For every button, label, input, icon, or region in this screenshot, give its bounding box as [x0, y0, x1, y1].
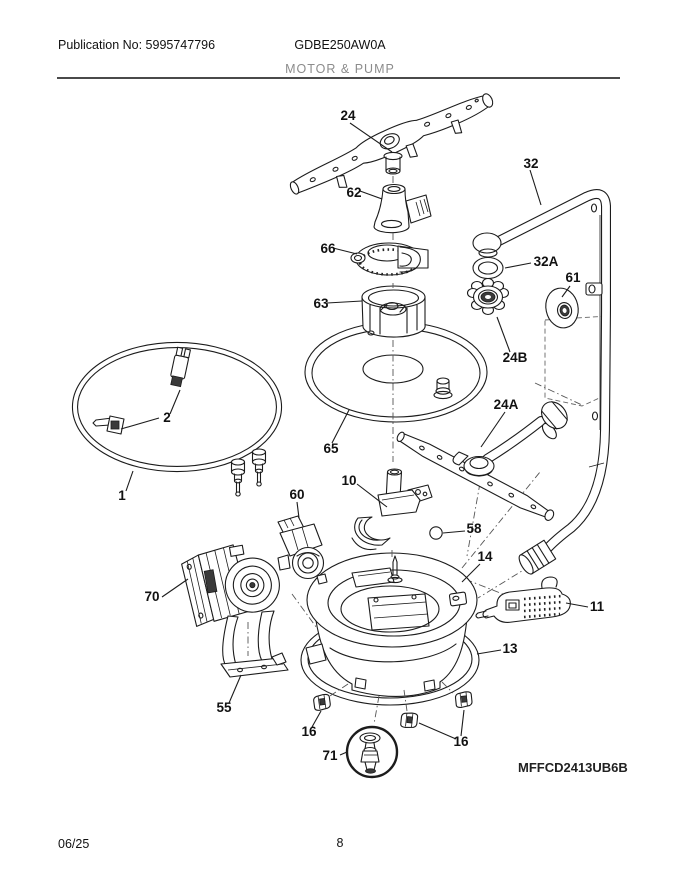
part-label-55: 55 [216, 700, 232, 715]
part-label-71: 71 [322, 748, 338, 763]
part-10-outlet-housing [351, 468, 433, 551]
part-16-clip-middle [400, 712, 419, 728]
part-label-63: 63 [313, 296, 329, 311]
hidden-bracket-outline [544, 315, 609, 407]
part-label-14: 14 [477, 549, 493, 564]
part-14-sump-housing [305, 552, 478, 698]
part-label-13: 13 [502, 641, 518, 656]
part-60-drain-pump [277, 515, 325, 580]
part-16-clip-left [313, 693, 331, 711]
part-label-65: 65 [323, 441, 339, 456]
part-2-terminal-clip [92, 346, 191, 435]
part-label-16-left: 16 [301, 724, 317, 739]
part-label-66: 66 [320, 241, 336, 256]
part-65-pump-cover-disc [304, 321, 488, 423]
part-58-check-ball [429, 526, 443, 540]
part-32-water-supply-tube [472, 189, 611, 575]
part-label-10: 10 [341, 473, 356, 488]
heater-terminal-left [230, 458, 246, 497]
sump-center-pin [387, 555, 403, 584]
part-16-clip-right [454, 691, 473, 709]
footer-page-number: 8 [336, 836, 344, 850]
part-61-access-plug [545, 287, 579, 329]
projection-lines-front [329, 176, 454, 725]
part-label-58: 58 [466, 521, 482, 536]
part-label-24a: 24A [494, 397, 519, 412]
part-11-filter-assembly [475, 576, 571, 623]
heater-terminal-right [251, 448, 267, 487]
part-label-24b: 24B [503, 350, 528, 365]
part-label-61: 61 [565, 270, 581, 285]
part-label-16-right: 16 [453, 734, 469, 749]
part-55-motor-bracket [220, 610, 289, 678]
part-label-1: 1 [118, 488, 126, 503]
arm-hub-nozzle [383, 151, 403, 175]
part-1-heating-element [71, 341, 283, 497]
sump-rim-bolt [448, 591, 468, 607]
publication-number: Publication No: 5995747796 [58, 38, 216, 52]
part-63-impeller-housing [361, 285, 426, 338]
part-label-32: 32 [523, 156, 538, 171]
leader-lines [120, 122, 589, 756]
part-label-70: 70 [144, 589, 159, 604]
part-label-2: 2 [163, 410, 171, 425]
part-label-60: 60 [289, 487, 304, 502]
section-title: MOTOR & PUMP [285, 62, 395, 76]
part-label-11: 11 [590, 599, 605, 614]
part-66-chopper-ring [350, 242, 429, 276]
footer-date: 06/25 [58, 837, 90, 851]
part-label-32a: 32A [534, 254, 559, 269]
diagram-code: MFFCD2413UB6B [518, 760, 628, 775]
part-62-spray-arm-support [373, 183, 432, 234]
disc-stud [433, 377, 453, 400]
part-32a-tube-seal [472, 256, 504, 280]
tube-outlet-nozzle [518, 539, 557, 575]
part-label-62: 62 [346, 185, 361, 200]
part-71-check-valve [345, 725, 399, 779]
part-24a-lower-spray-arm [396, 400, 568, 521]
part-70-motor [181, 544, 280, 627]
part-24b-spray-arm-nut [466, 277, 510, 316]
model-number: GDBE250AW0A [294, 38, 386, 52]
part-labels: 24 62 66 63 65 32 32A 61 24B 24A 2 1 10 … [118, 108, 604, 763]
feed-tube-cap [540, 400, 568, 440]
part-24-upper-spray-arm [289, 93, 494, 195]
part-label-24: 24 [340, 108, 356, 123]
header-rule [57, 77, 620, 79]
